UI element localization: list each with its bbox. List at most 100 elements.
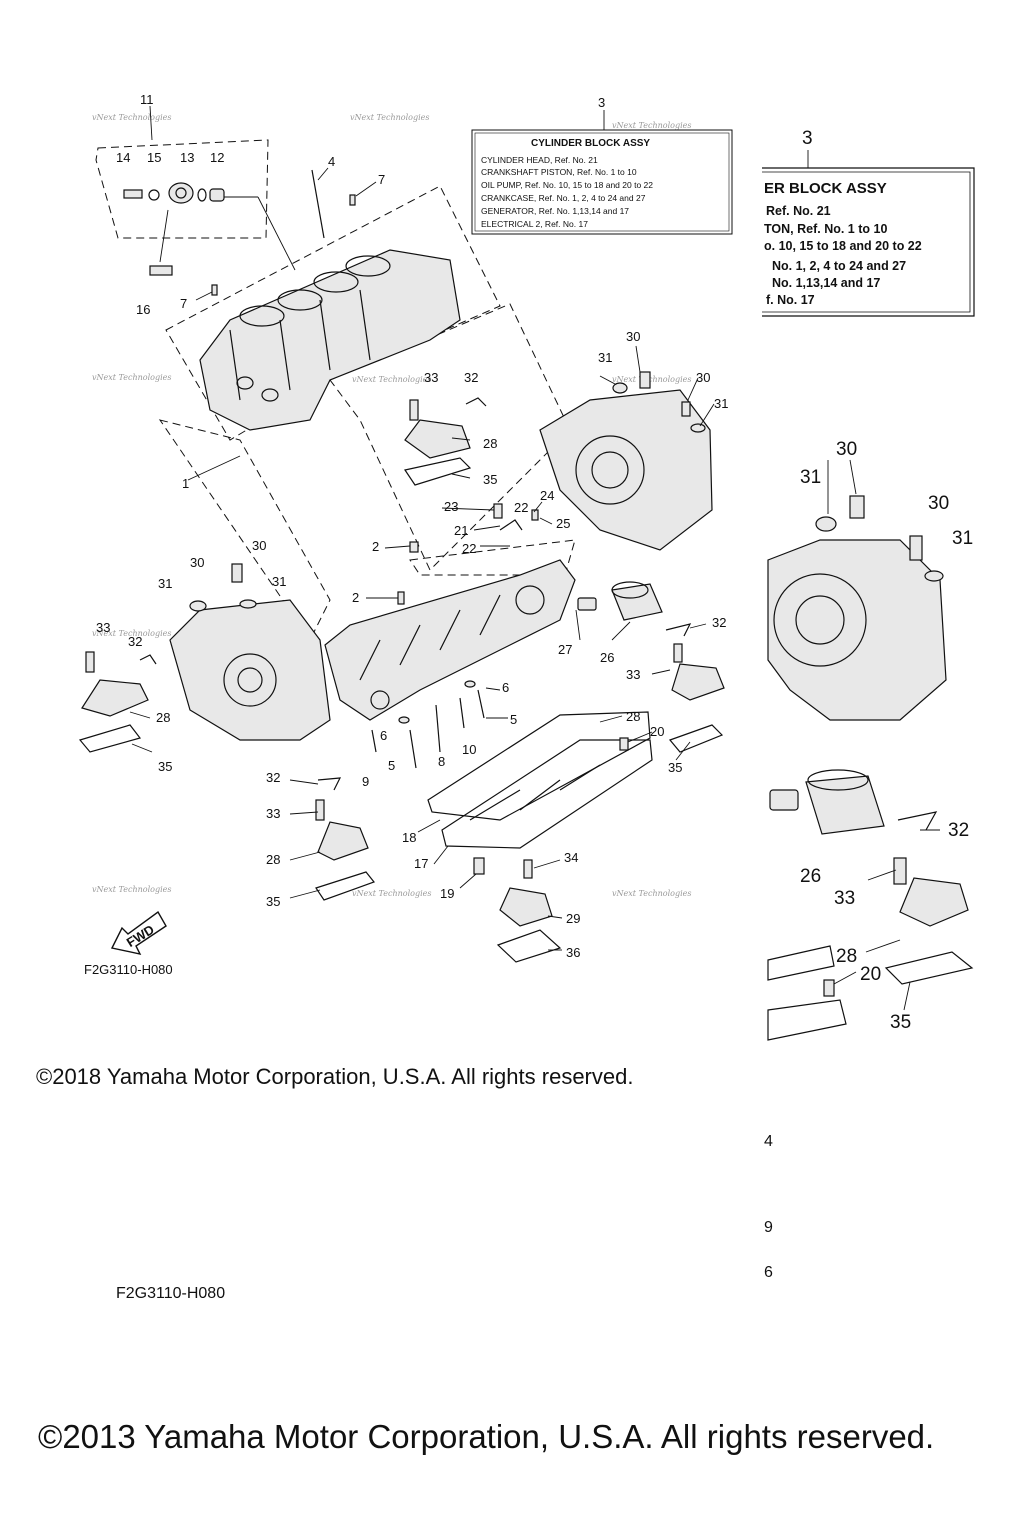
callout: 6 [502,680,509,695]
copyright-notice: ©2013 Yamaha Motor Corporation, U.S.A. A… [38,1418,935,1455]
zoomed-parts-crop [767,495,974,1041]
callout: 31 [714,396,728,411]
callout: 28 [156,710,170,725]
callout: 30 [252,538,266,553]
callout: 24 [540,488,554,503]
callout: 7 [378,172,385,187]
callout: 28 [483,436,497,451]
callout: 33 [626,667,640,682]
callout: 33 [424,370,438,385]
callout: 36 [566,945,580,960]
engine-mount-lower-left [315,777,375,901]
diagram-code: F2G3110-H080 [116,1285,225,1302]
watermark: vNext Technologies [612,889,691,898]
callout: 19 [440,886,454,901]
callout: 30 [696,370,710,385]
callout: 33 [266,806,280,821]
callout: 21 [454,523,468,538]
crankcase [324,503,663,769]
oil-pan [427,711,653,875]
callout: 20 [650,724,664,739]
callout: 15 [147,150,161,165]
legend-line: OIL PUMP, Ref. No. 10, 15 to 18 and 20 t… [481,180,653,190]
watermark: vNext Technologies [612,121,691,130]
callout: 32 [128,634,142,649]
legend-line: No. 1,13,14 and 17 [772,276,880,290]
callout: 32 [266,770,280,785]
callout: 22 [514,500,528,515]
callout: 34 [564,850,578,865]
legend-line: CRANKSHAFT PISTON, Ref. No. 1 to 10 [481,167,637,177]
callout: 4 [764,1133,773,1150]
callout: 28 [836,946,857,967]
leader-lines [129,105,940,1011]
callout: 9 [764,1219,773,1236]
legend-line: TON, Ref. No. 1 to 10 [764,222,887,236]
callout: 35 [158,759,172,774]
callout: 35 [266,894,280,909]
watermark: vNext Technologies [92,373,171,382]
callout: 9 [362,774,369,789]
callout: 32 [712,615,726,630]
legend-line: GENERATOR, Ref. No. 1,13,14 and 17 [481,206,629,216]
callout: 33 [96,620,110,635]
callout: 32 [948,820,969,841]
callout: 23 [444,499,458,514]
legend-line: f. No. 17 [766,293,815,307]
callout: 31 [800,467,821,488]
generator-cover-right [539,371,713,551]
callout: 16 [136,302,150,317]
callout: 5 [510,712,517,727]
callout: 1 [182,476,189,491]
zoom-callout-numbers: 3 30 31 30 31 32 26 33 28 20 35 4 9 6 [764,128,973,1281]
callout: 4 [328,154,335,169]
engine-mount-right [665,623,725,753]
callout: 31 [952,528,973,549]
engine-mount-upper [404,397,487,486]
watermark: vNext Technologies [92,113,171,122]
callout: 7 [180,296,187,311]
callout: 27 [558,642,572,657]
callout: 35 [668,760,682,775]
fwd-arrow-icon: FWD [110,910,167,955]
callout: 6 [380,728,387,743]
watermark: vNext Technologies [352,889,431,898]
callout: 30 [928,493,949,514]
legend-title: CYLINDER BLOCK ASSY [531,138,650,149]
callout: 11 [140,92,154,107]
callout: 17 [414,856,428,871]
generator-cover-left [169,563,331,741]
engine-mount-left [78,651,157,753]
callout: 6 [764,1264,773,1281]
callout: 25 [556,516,570,531]
diagram-code: F2G3110-H080 [84,962,173,977]
legend-line: CRANKCASE, Ref. No. 1, 2, 4 to 24 and 27 [481,193,646,203]
callout: 26 [600,650,614,665]
cylinder-block [199,169,461,431]
callout: 29 [566,911,580,926]
callout: 33 [834,888,855,909]
callout: 5 [388,758,395,773]
callout: 28 [266,852,280,867]
callout: 12 [210,150,224,165]
callout: 31 [598,350,612,365]
callout: 3 [598,95,605,110]
copyright-notice: ©2018 Yamaha Motor Corporation, U.S.A. A… [36,1064,634,1089]
legend-title: ER BLOCK ASSY [764,180,887,197]
callout: 3 [802,128,813,149]
callout: 20 [860,964,881,985]
callout: 10 [462,742,476,757]
bolt-group-top [123,182,296,276]
legend-line: CYLINDER HEAD, Ref. No. 21 [481,155,598,165]
watermark: vNext Technologies [92,885,171,894]
engine-mount-bottom [496,859,562,963]
callout: 30 [836,439,857,460]
callout-numbers: 11 3 14 15 13 12 4 7 16 7 30 31 30 31 33… [96,92,728,960]
watermark: vNext Technologies [92,629,171,638]
callout: 2 [372,539,379,554]
watermark: vNext Technologies [350,113,429,122]
watermarks: vNext Technologies vNext Technologies vN… [92,113,691,898]
legend-line: Ref. No. 21 [766,204,831,218]
callout: 13 [180,150,194,165]
